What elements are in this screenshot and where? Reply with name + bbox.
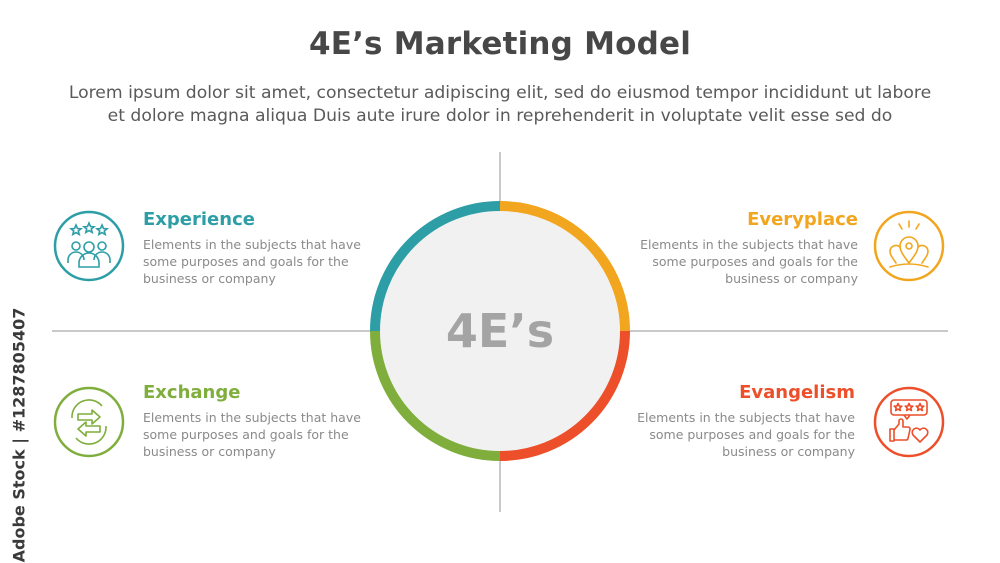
desc-line: business or company <box>722 444 855 459</box>
label-evangelism: Evangelism <box>739 382 855 403</box>
ring-segment-exchange <box>370 330 501 461</box>
stock-watermark: Adobe Stock | #1287805407 <box>4 308 34 563</box>
people-rating-icon <box>53 210 125 282</box>
subtitle-line-1: Lorem ipsum dolor sit amet, consectetur … <box>68 83 932 103</box>
label-exchange: Exchange <box>143 382 241 403</box>
desc-line: some purposes and goals for the <box>143 254 349 269</box>
label-experience: Experience <box>143 209 255 230</box>
location-pins-icon <box>873 210 945 282</box>
desc-experience: Elements in the subjects that have some … <box>143 236 373 287</box>
center-disk <box>380 211 620 451</box>
desc-line: business or company <box>143 444 276 459</box>
desc-line: some purposes and goals for the <box>652 254 858 269</box>
desc-line: business or company <box>725 271 858 286</box>
desc-line: some purposes and goals for the <box>143 427 349 442</box>
desc-line: Elements in the subjects that have <box>143 410 361 425</box>
ring-segment-experience <box>370 201 501 332</box>
desc-line: some purposes and goals for the <box>649 427 855 442</box>
page-title: 4E’s Marketing Model <box>308 26 692 62</box>
desc-line: business or company <box>143 271 276 286</box>
watermark-text: Adobe Stock | #1287805407 <box>9 307 29 563</box>
ring-segment-everyplace <box>499 201 630 332</box>
label-everyplace: Everyplace <box>747 209 858 230</box>
desc-exchange: Elements in the subjects that have some … <box>143 409 373 460</box>
desc-everyplace: Elements in the subjects that have some … <box>628 236 858 287</box>
exchange-arrows-icon <box>53 386 125 458</box>
ring-segment-evangelism <box>499 330 630 461</box>
desc-line: Elements in the subjects that have <box>143 237 361 252</box>
page-subtitle: Lorem ipsum dolor sit amet, consectetur … <box>30 82 970 128</box>
subtitle-line-2: et dolore magna aliqua Duis aute irure d… <box>107 106 893 126</box>
review-like-heart-icon <box>873 386 945 458</box>
desc-line: Elements in the subjects that have <box>637 410 855 425</box>
desc-evangelism: Elements in the subjects that have some … <box>625 409 855 460</box>
center-label: 4E’s <box>446 304 554 358</box>
desc-line: Elements in the subjects that have <box>640 237 858 252</box>
